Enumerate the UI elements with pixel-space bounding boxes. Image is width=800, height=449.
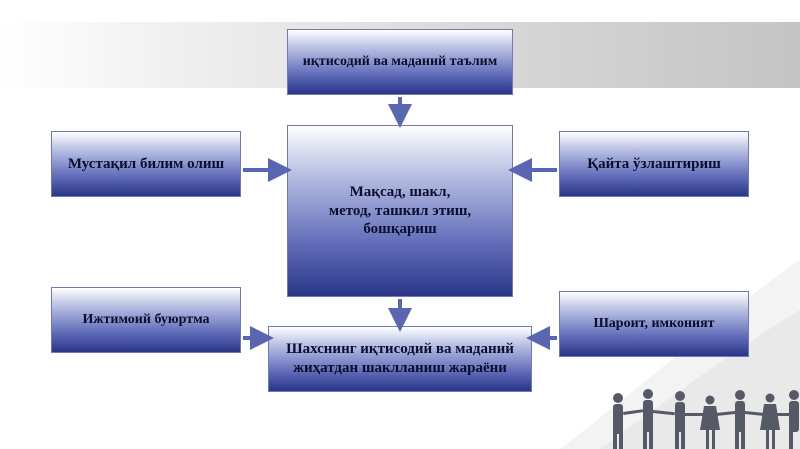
people-holding-hands-icon — [613, 389, 799, 449]
box-left-bottom: Ижтимоий буюртма — [51, 287, 241, 353]
box-left-top: Мустақил билим олиш — [51, 131, 241, 197]
box-center: Мақсад, шакл, метод, ташкил этиш, бошқар… — [287, 125, 513, 297]
box-right-top: Қайта ўзлаштириш — [559, 131, 749, 197]
box-top: иқтисодий ва маданий таълим — [287, 29, 513, 95]
box-bottom: Шахснинг иқтисодий ва маданий жиҳатдан ш… — [268, 326, 532, 392]
box-right-bottom: Шароит, имконият — [559, 291, 749, 357]
